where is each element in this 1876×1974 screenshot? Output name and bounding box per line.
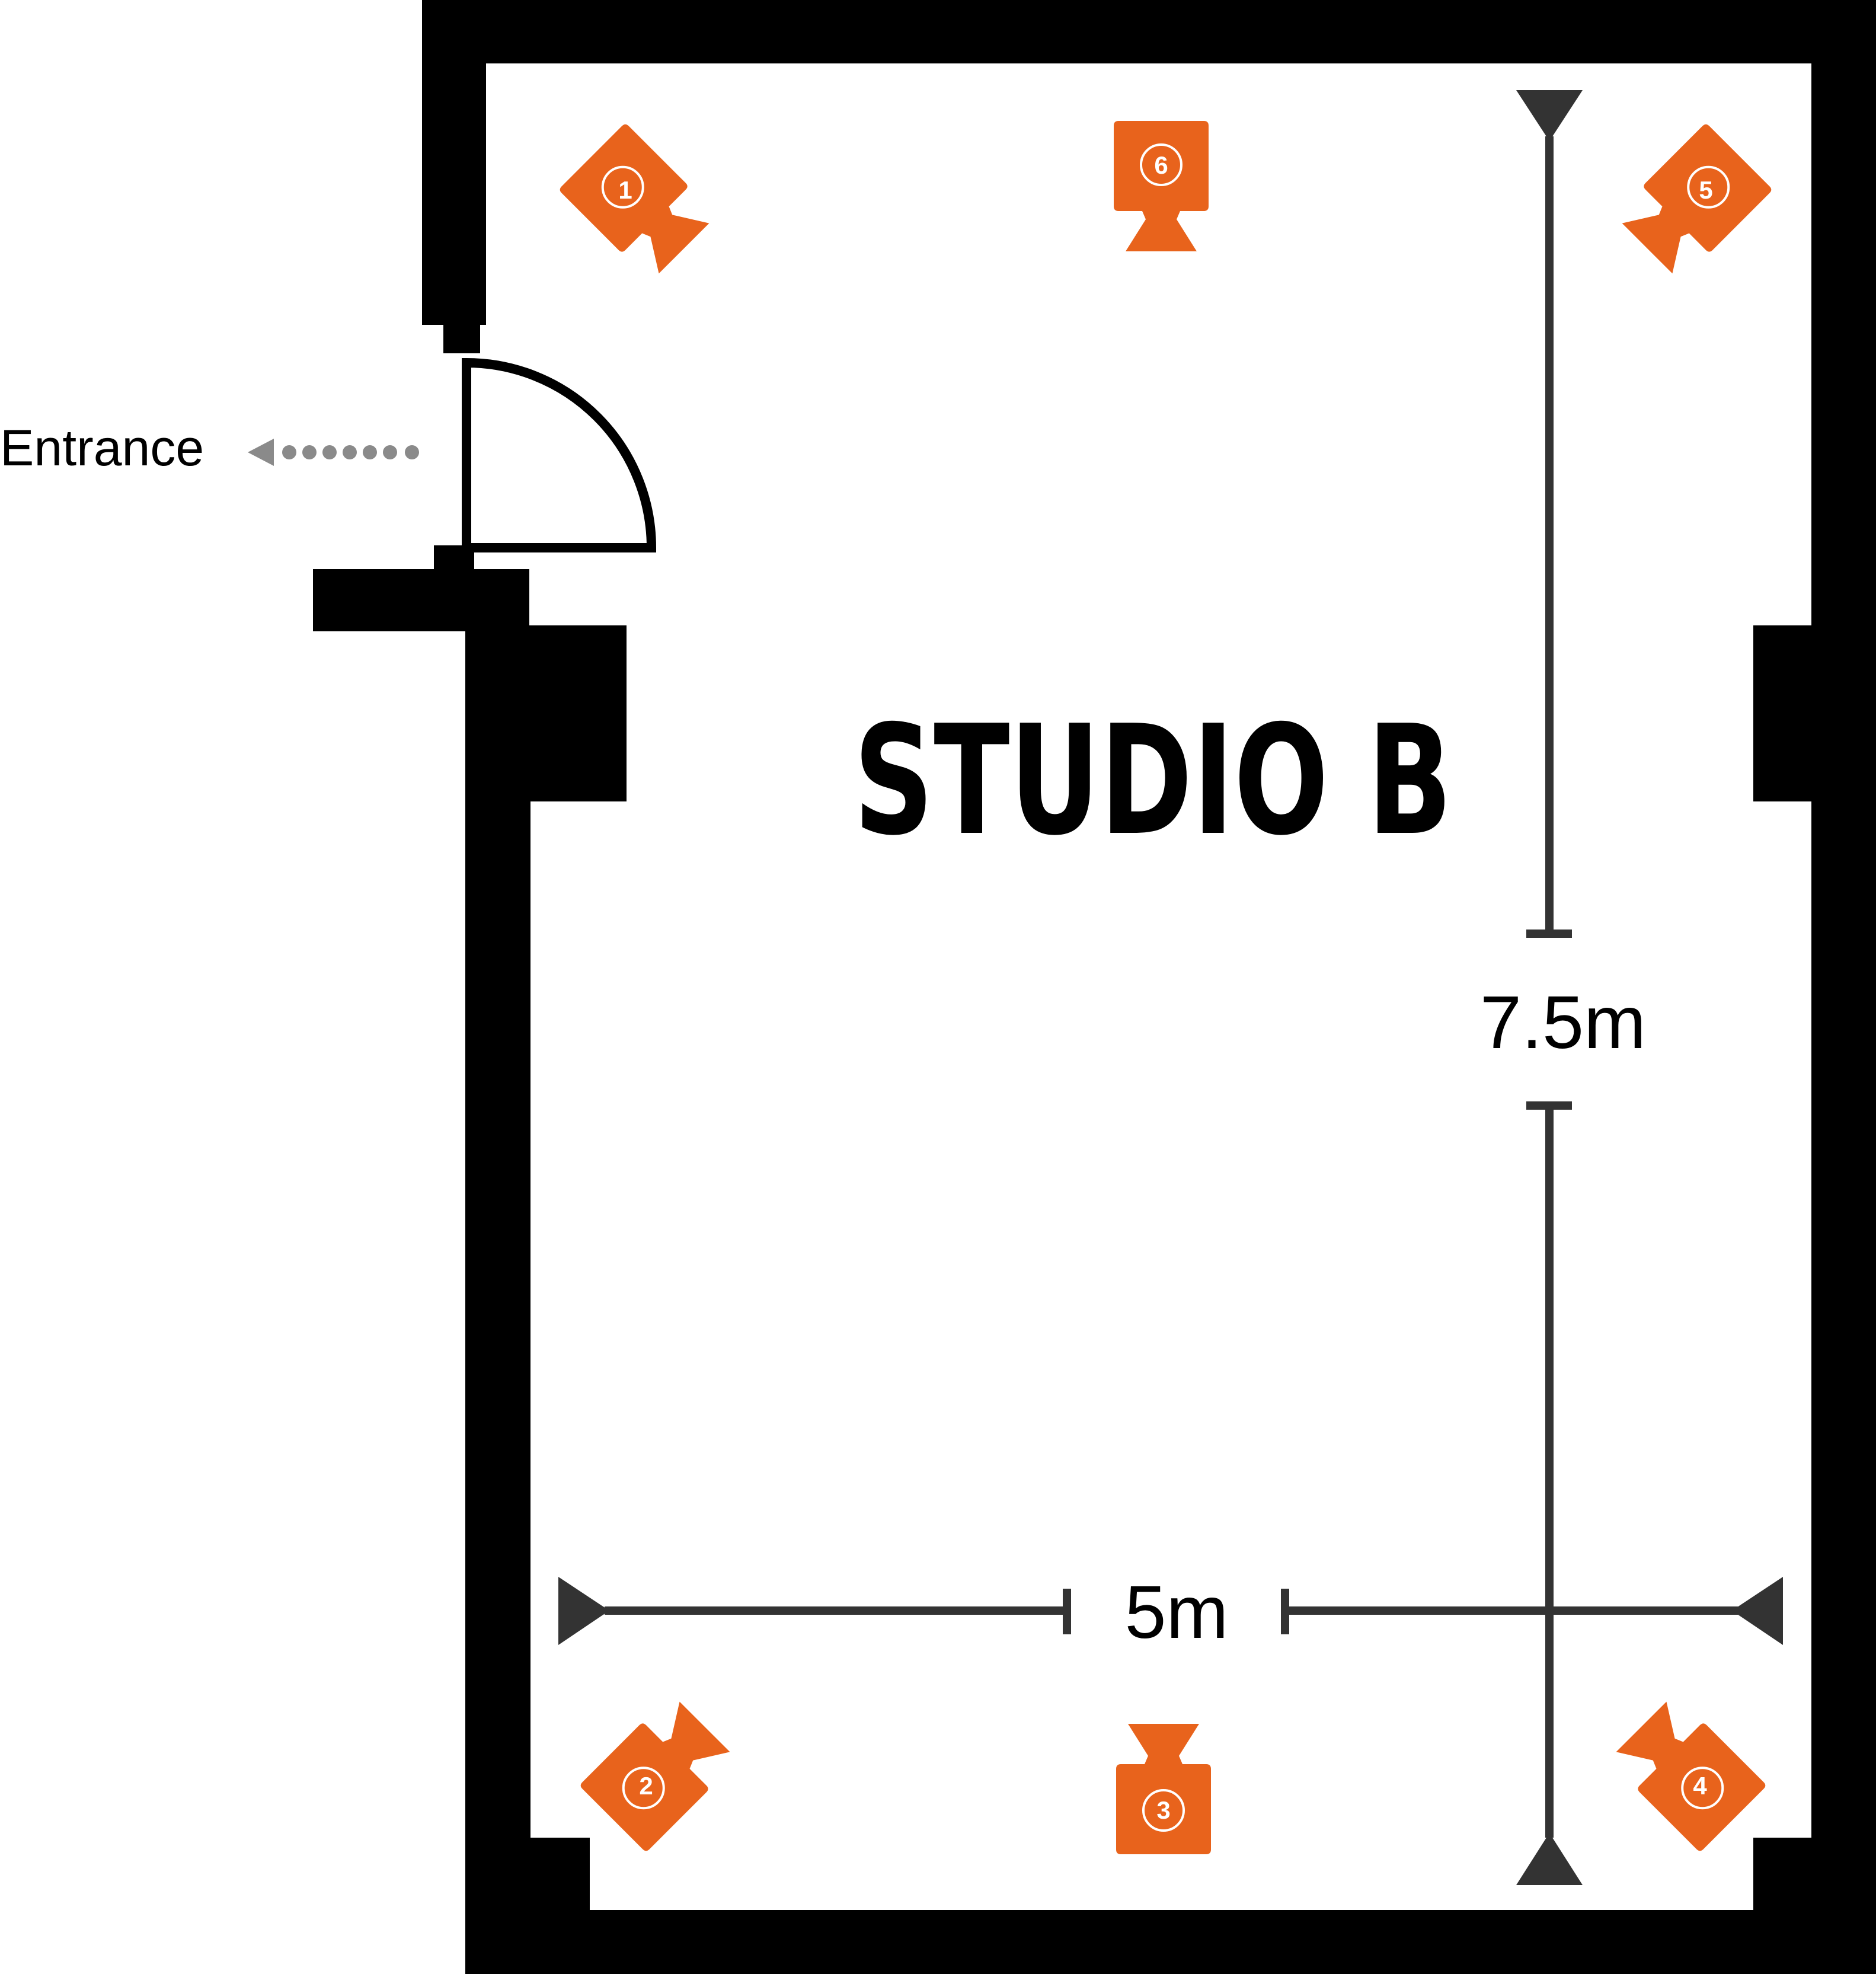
walls — [313, 0, 1876, 1974]
width-arrow-left-icon — [558, 1577, 609, 1645]
entrance-ledge — [313, 569, 529, 631]
door — [462, 357, 657, 552]
camera-6: 6 — [1113, 120, 1210, 253]
room-title: STUDIO B — [854, 693, 1452, 869]
camera-6-icon — [1113, 120, 1210, 253]
length-arrow-top-icon — [1516, 90, 1583, 141]
left-wall-upper — [422, 0, 486, 325]
length-label: 7.5m — [1480, 980, 1646, 1064]
door-jamb-ledge — [465, 625, 530, 630]
bottom-wall — [465, 1910, 1876, 1974]
camera-4-icon — [1607, 1693, 1767, 1852]
door-jamb-top — [443, 320, 480, 353]
right-wall — [1811, 0, 1876, 1974]
camera-1-label: 1 — [618, 176, 632, 204]
left-wall-pillar — [465, 625, 627, 801]
right-wall-pillar — [1753, 625, 1819, 801]
camera-3: 3 — [1115, 1723, 1212, 1855]
camera-1: 1 — [558, 123, 718, 282]
entrance-label: Entrance — [0, 420, 204, 477]
camera-4-label: 4 — [1693, 1772, 1707, 1800]
arrow-head-icon — [248, 439, 274, 466]
width-dimension — [558, 1577, 1783, 1645]
door-swing — [462, 357, 657, 552]
camera-2-label: 2 — [639, 1772, 653, 1800]
camera-3-label: 3 — [1156, 1796, 1170, 1824]
top-wall — [422, 0, 1815, 63]
bottom-left-notch — [522, 1838, 590, 1915]
camera-4: 4 — [1607, 1693, 1767, 1852]
camera-2: 2 — [579, 1693, 739, 1852]
camera-3-icon — [1115, 1723, 1212, 1855]
width-label: 5m — [1124, 1570, 1228, 1654]
camera-1-icon — [558, 123, 718, 282]
left-wall-lower — [465, 625, 530, 1974]
bottom-right-notch — [1753, 1838, 1819, 1915]
camera-5-icon — [1613, 123, 1773, 282]
camera-2-icon — [579, 1693, 739, 1852]
camera-5: 5 — [1613, 123, 1773, 282]
camera-6-label: 6 — [1154, 151, 1168, 179]
width-arrow-right-icon — [1732, 1577, 1783, 1645]
length-dimension — [1516, 90, 1583, 1885]
entrance-arrow — [248, 439, 419, 466]
camera-5-label: 5 — [1699, 176, 1712, 204]
length-arrow-bottom-icon — [1516, 1833, 1583, 1885]
